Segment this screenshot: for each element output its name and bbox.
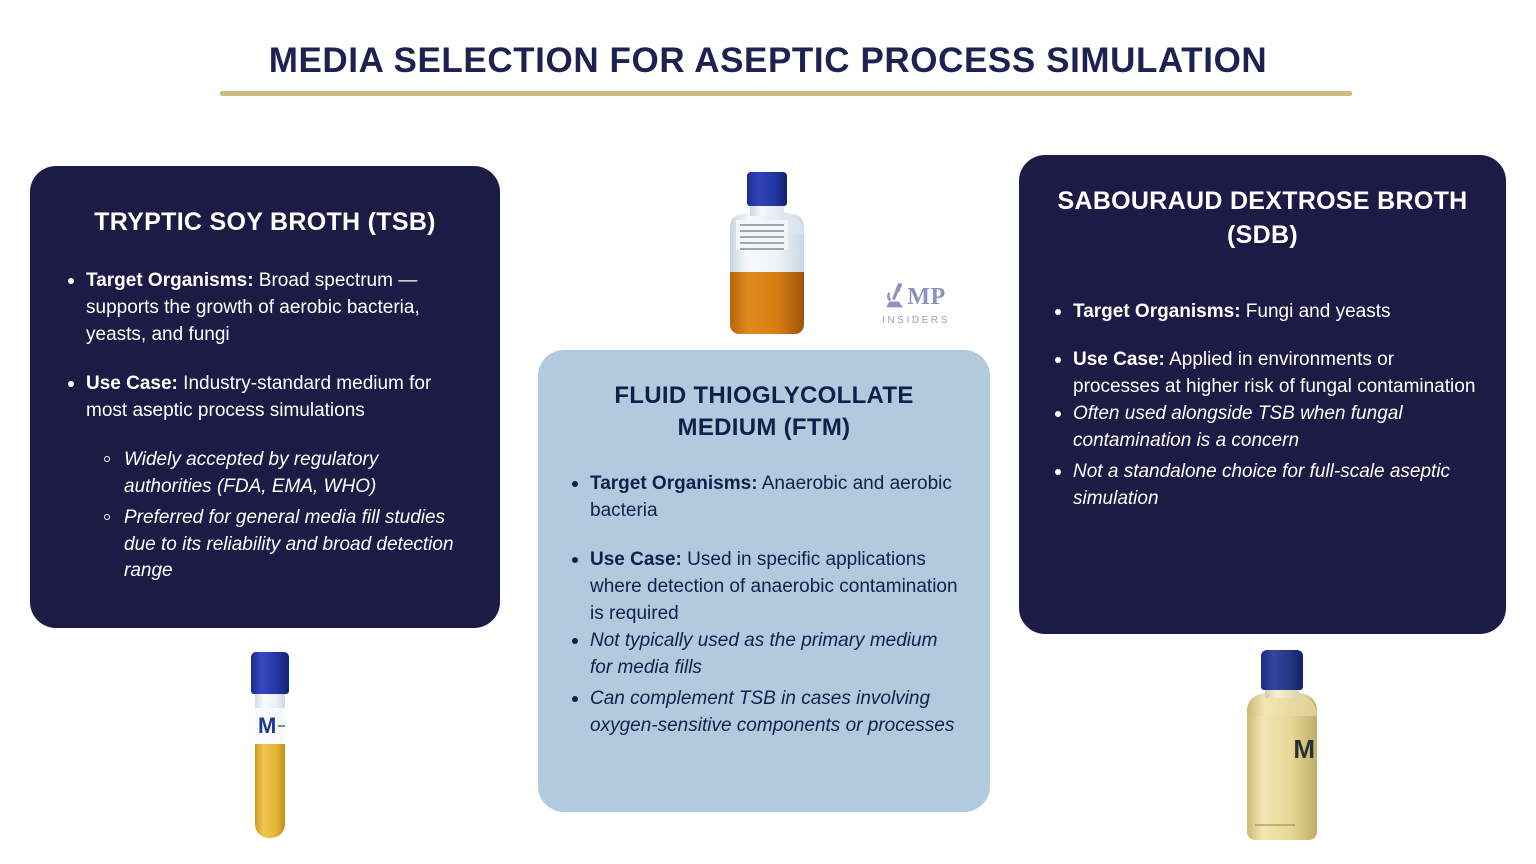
card-ftm-italic-bullet-list: Not typically used as the primary medium… (564, 628, 964, 740)
bottle-label-mark: M (1293, 734, 1315, 764)
bullet-text: Broad spectrum — supports the growth of … (86, 269, 420, 345)
list-item: Target Organisms: Anaerobic and aerobic … (564, 471, 964, 525)
list-item: Use Case: Applied in environments or pro… (1047, 347, 1478, 401)
tube-label: M (255, 708, 285, 744)
brand-logo: MP INSIDERS (866, 282, 966, 326)
card-sdb-bullet-list: Target Organisms: Fungi and yeasts Use C… (1047, 299, 1478, 402)
media-bottle-bottom-right: M (1243, 650, 1321, 840)
list-item: Preferred for general media fill studies… (100, 505, 470, 586)
bottle-liquid (730, 271, 804, 334)
bullet-text: Fungi and yeasts (1240, 300, 1391, 322)
bullet-text: Used in specific applications where dete… (590, 548, 958, 624)
bullet-label: Target Organisms: (590, 472, 758, 494)
list-item: Target Organisms: Broad spectrum — suppo… (60, 268, 470, 349)
card-ftm: FLUID THIOGLYCOLLATE MEDIUM (FTM) Target… (538, 350, 990, 812)
list-item: Not a standalone choice for full-scale a… (1047, 459, 1478, 513)
bullet-text: Anaerobic and aerobic bacteria (590, 472, 952, 521)
bullet-text: Applied in environments or processes at … (1073, 349, 1476, 398)
tube-body: M (255, 690, 285, 838)
page-title-container: MEDIA SELECTION FOR ASEPTIC PROCESS SIMU… (0, 41, 1536, 81)
card-sdb-italic-bullet-list: Often used alongside TSB when fungal con… (1047, 401, 1478, 513)
bullet-text: Industry-standard medium for most asepti… (86, 372, 432, 421)
media-bottle-top-center (724, 172, 810, 334)
bottle-cap (1261, 650, 1303, 690)
media-test-tube-bottom-left: M (243, 652, 297, 838)
tube-label-mark: M (258, 713, 277, 738)
title-divider-rule (220, 91, 1352, 96)
microscope-icon (886, 282, 906, 313)
tube-cap (251, 652, 289, 694)
card-tsb-heading: TRYPTIC SOY BROTH (TSB) (94, 208, 436, 236)
brand-logo-word: MP (907, 284, 946, 310)
list-item: Not typically used as the primary medium… (564, 628, 964, 682)
card-ftm-bullet-list: Target Organisms: Anaerobic and aerobic … (564, 471, 964, 628)
brand-logo-mark: MP (866, 282, 966, 312)
bullet-label: Use Case: (1073, 349, 1165, 371)
list-item: Often used alongside TSB when fungal con… (1047, 401, 1478, 455)
brand-logo-subtitle: INSIDERS (881, 315, 951, 326)
card-tsb: TRYPTIC SOY BROTH (TSB) Target Organisms… (30, 166, 500, 628)
list-item: Can complement TSB in cases involving ox… (564, 686, 964, 740)
bullet-label: Target Organisms: (1073, 300, 1241, 322)
list-item: Use Case: Industry-standard medium for m… (60, 371, 470, 425)
bottle-fill-ring (1255, 824, 1295, 826)
card-ftm-heading: FLUID THIOGLYCOLLATE MEDIUM (FTM) (614, 382, 914, 442)
bullet-label: Target Organisms: (86, 269, 254, 291)
bullet-label: Use Case: (86, 372, 178, 394)
bottle-cap (747, 172, 787, 206)
list-item: Use Case: Used in specific applications … (564, 547, 964, 628)
page-title: MEDIA SELECTION FOR ASEPTIC PROCESS SIMU… (268, 41, 1268, 80)
tube-liquid (255, 737, 285, 838)
card-sdb: SABOURAUD DEXTROSE BROTH (SDB) Target Or… (1019, 155, 1506, 634)
bottle-label (736, 220, 788, 250)
bottle-body (1247, 694, 1317, 840)
list-item: Widely accepted by regulatory authoritie… (100, 447, 470, 501)
list-item: Target Organisms: Fungi and yeasts (1047, 299, 1478, 326)
card-tsb-bullet-list: Target Organisms: Broad spectrum — suppo… (60, 268, 470, 425)
bottle-neck (750, 204, 784, 216)
card-sdb-heading: SABOURAUD DEXTROSE BROTH (SDB) (1057, 187, 1468, 249)
bullet-label: Use Case: (590, 548, 682, 570)
card-tsb-sub-bullet-list: Widely accepted by regulatory authoritie… (60, 447, 470, 586)
